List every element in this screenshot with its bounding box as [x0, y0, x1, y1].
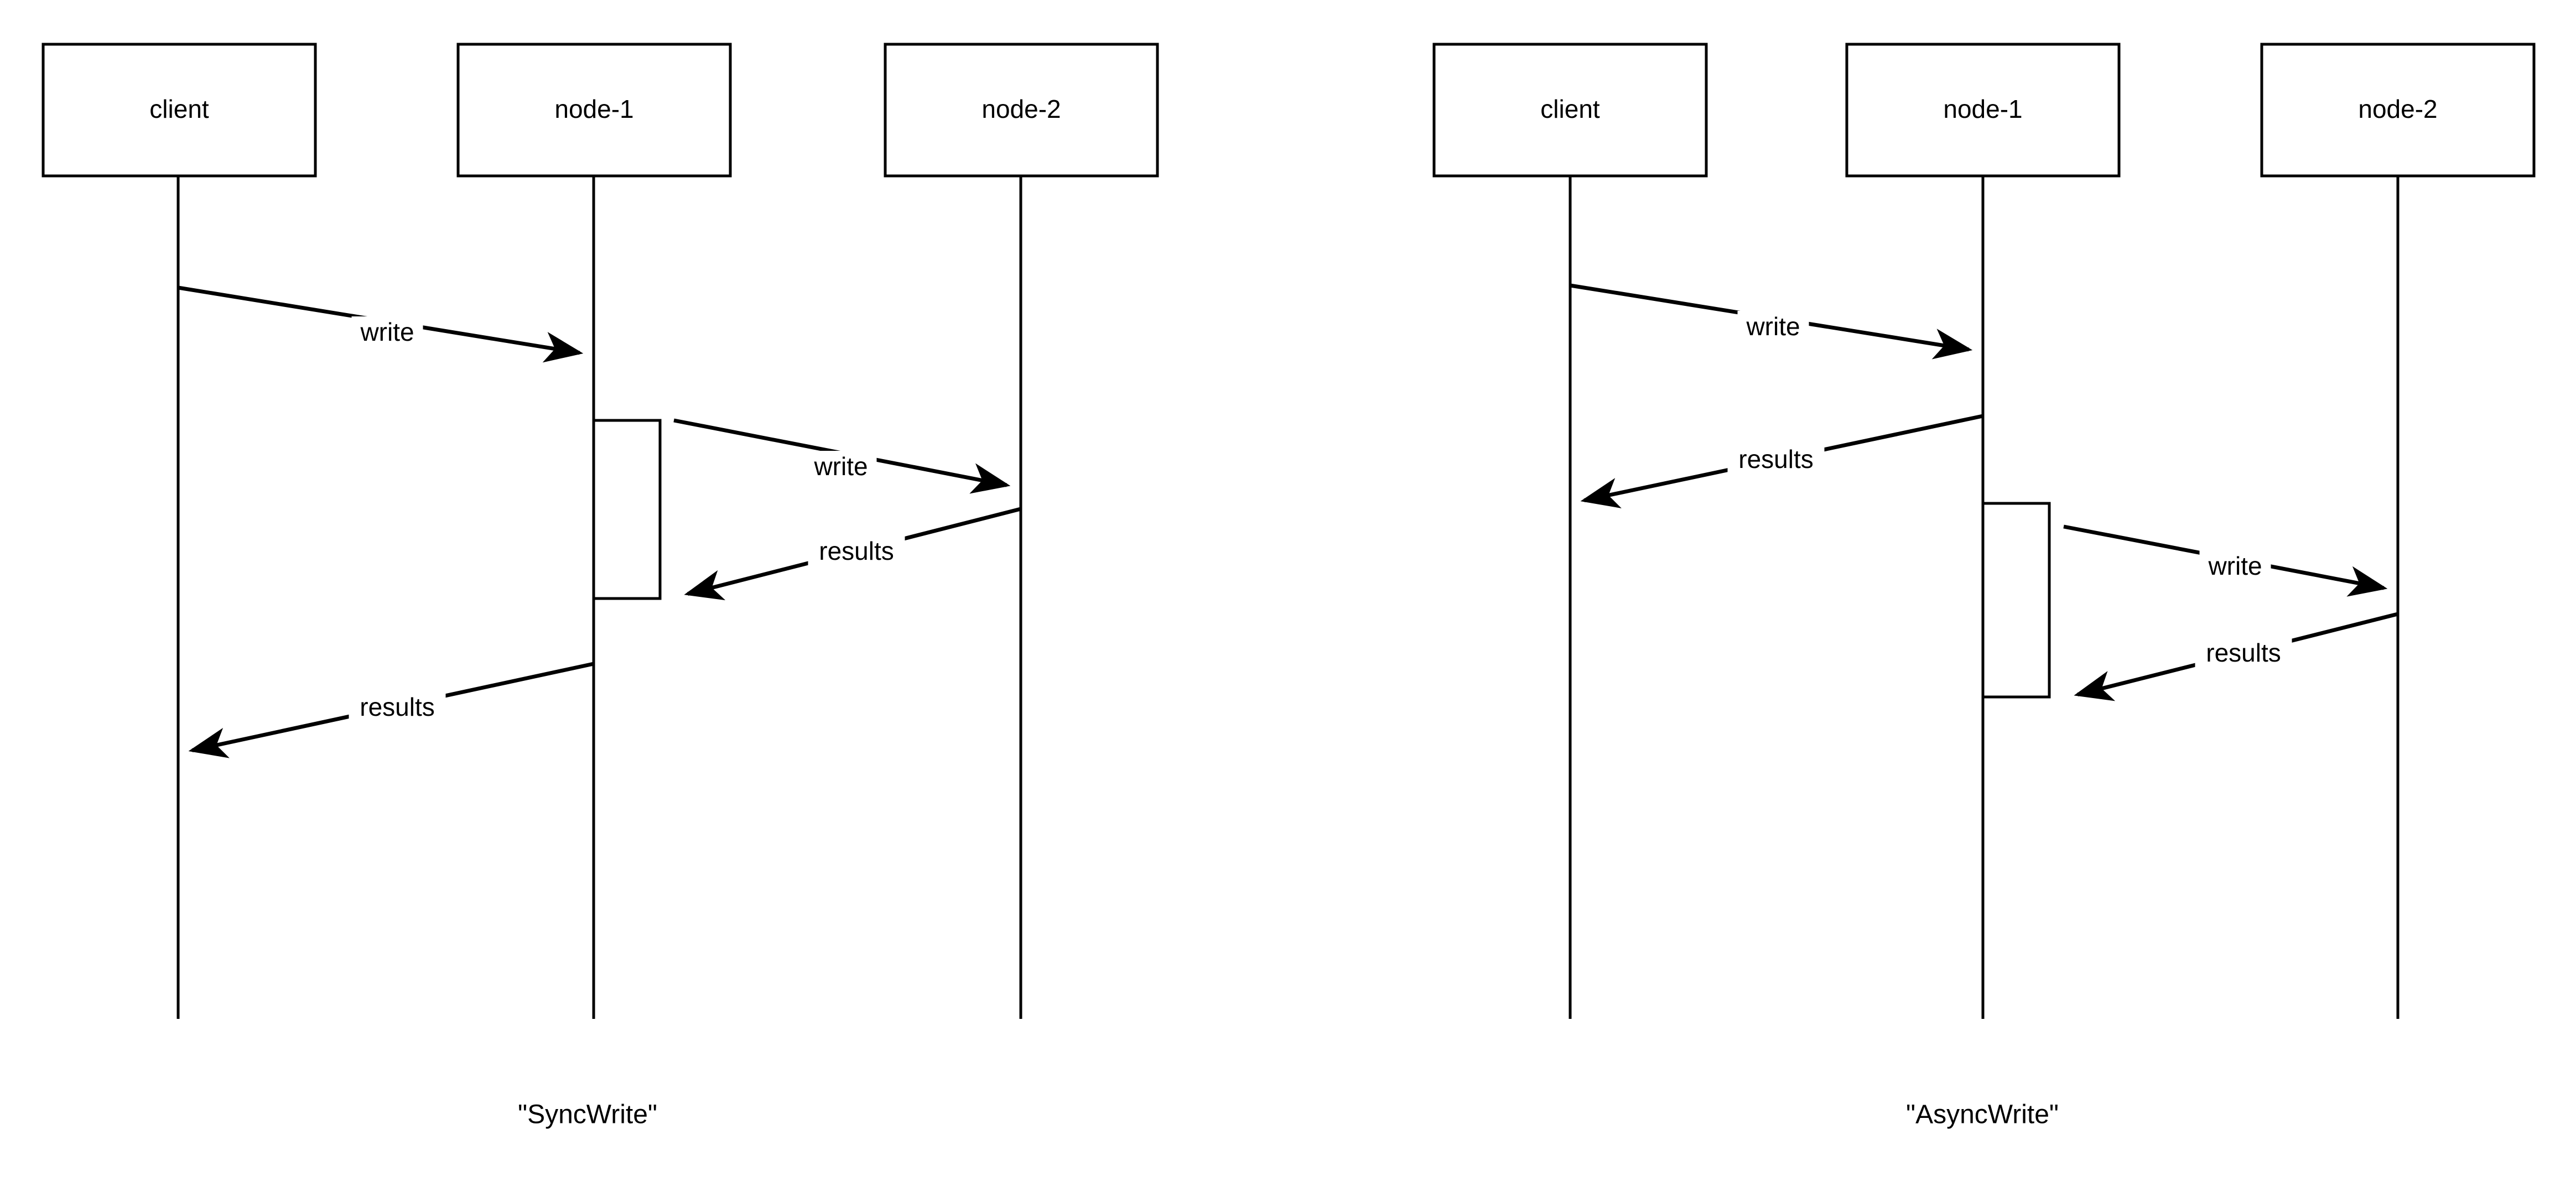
participant-label-node-1: node-1: [1943, 95, 2022, 123]
participant-label-node-1: node-1: [554, 95, 633, 123]
message-label-backdrop: [2195, 637, 2292, 670]
message-label-backdrop: [349, 691, 446, 725]
message-label-backdrop: [351, 316, 423, 350]
activation-bar-node-1: [592, 419, 662, 600]
message-label-backdrop: [1727, 444, 1825, 477]
participant-label-node-2: node-2: [981, 95, 1061, 123]
message-results-3: results: [188, 662, 594, 758]
participant-label-node-2: node-2: [2358, 95, 2437, 123]
message-label-backdrop: [2199, 550, 2271, 584]
message-write-0: write: [178, 285, 584, 363]
message-label-backdrop: [808, 535, 905, 569]
participant-box-node-2[interactable]: [2260, 43, 2536, 178]
sequence-diagram-sync-write: client node-1 node-2 write write results resul…: [41, 43, 1159, 1130]
message-results-2: results: [684, 507, 1021, 601]
participant-label-client: client: [1540, 95, 1600, 123]
message-label-write: write: [2208, 551, 2262, 580]
participant-label-client: client: [149, 95, 209, 123]
participant-box-node-2[interactable]: [884, 43, 1159, 178]
message-label-results: results: [1738, 445, 1813, 473]
message-label-results: results: [360, 693, 434, 721]
message-results-3: results: [2074, 612, 2398, 701]
diagram-caption-async-write: "AsyncWrite": [1906, 1100, 2059, 1130]
message-label-results: results: [2206, 638, 2281, 667]
message-write-0: write: [1570, 283, 1973, 360]
message-write-2: write: [2063, 524, 2388, 597]
diagram-caption-sync-write: "SyncWrite": [518, 1100, 657, 1130]
message-label-write: write: [360, 318, 414, 346]
message-label-backdrop: [1737, 311, 1809, 344]
activation-bar-node-1: [1981, 502, 2051, 699]
message-label-write: write: [1746, 312, 1800, 341]
message-label-backdrop: [805, 451, 877, 484]
participant-box-node-1[interactable]: [1845, 43, 2121, 178]
participant-box-client[interactable]: [41, 43, 317, 178]
participant-box-client[interactable]: [1432, 43, 1708, 178]
message-results-1: results: [1580, 414, 1983, 508]
sequence-diagram-async-write: client node-1 node-2 write results write resul…: [1432, 43, 2536, 1130]
message-write-1: write: [673, 418, 1011, 494]
participant-box-node-1[interactable]: [456, 43, 732, 178]
message-label-results: results: [819, 537, 894, 565]
message-label-write: write: [813, 452, 868, 481]
